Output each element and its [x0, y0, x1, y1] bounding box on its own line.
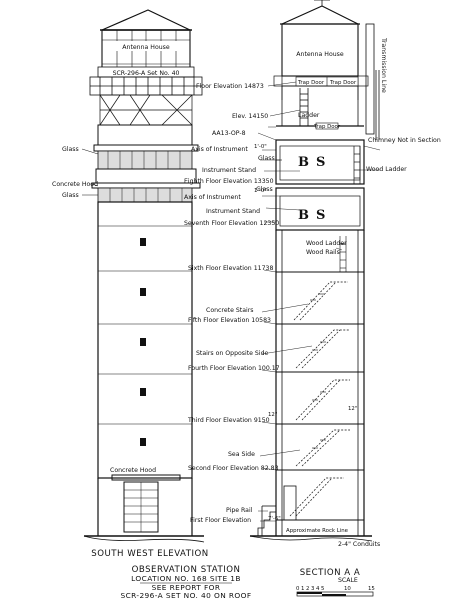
title-line-3: See Report For [152, 583, 221, 592]
left-set-label: SCR-296-A Set No. 40 [113, 70, 180, 77]
left-concrete-hood-bottom-label: Concrete Hood [110, 467, 156, 474]
dim-5-label: 1'-0" [254, 188, 267, 194]
section-antenna-house-label: Antenna House [296, 51, 344, 58]
dim-1-label: 12" [268, 412, 277, 418]
fifth-floor-label: Fifth Floor Elevation 10583 [188, 317, 271, 324]
left-roof [101, 9, 191, 31]
scale-tick-15: 15 [368, 586, 375, 592]
wood-rails-label: Wood Rails [306, 249, 340, 256]
aa-ref-label: AA13-OP-8 [212, 130, 246, 137]
glass-1-label: Glass [258, 155, 275, 162]
axis-2-label: Axis of Instrument [184, 194, 241, 201]
south-west-elevation: Antenna House SCR-296-A Set No. 40 [52, 9, 208, 559]
left-caption: South West Elevation [91, 549, 208, 559]
room-1-s-label: S [316, 155, 325, 170]
wood-ladder-1-label: Wood Ladder [366, 166, 407, 173]
title-line-2: Location No. 168 Site 1B [131, 574, 241, 583]
dim-4-label: 1'-0" [254, 144, 267, 150]
dim-3-label: 7'-6" [268, 516, 281, 522]
concrete-stairs-label: Concrete Stairs [206, 307, 253, 314]
room-1-b-label: B [298, 155, 309, 170]
section-antenna-house [281, 23, 359, 77]
scale-label: Scale [338, 577, 358, 584]
trap-door-2-label: Trap Door [329, 80, 357, 86]
title-line-4: SCR-296-A Set No. 40 On Roof [120, 591, 251, 600]
left-antenna-house-label: Antenna House [122, 44, 170, 51]
trap-door-1-label: Trap Door [297, 80, 325, 86]
title-line-1: Observation Station [132, 565, 241, 575]
sixth-floor-label: Sixth Floor Elevation 11738 [188, 265, 273, 272]
scale-tick-1: 1 [301, 586, 304, 592]
seventh-floor-label: Seventh Floor Elevation 12350 [184, 220, 279, 227]
conduits-label: 2-4" Conduits [338, 541, 380, 548]
axis-1-label: Axis of Instrument [191, 146, 248, 153]
title-block: Observation Station Location No. 168 Sit… [120, 565, 251, 600]
third-floor-label: Third Floor Elevation 9150 [187, 417, 270, 424]
left-tower-shaft [97, 201, 193, 479]
left-glass-top-label: Glass [62, 146, 79, 153]
first-floor-label: First Floor Elevation [190, 517, 251, 524]
sea-side-label: Sea Side [228, 451, 255, 458]
scale-tick-10: 10 [344, 586, 351, 592]
stairs-opposite-label: Stairs on Opposite Side [196, 350, 269, 357]
second-floor-label: Second Floor Elevation 82.83 [188, 465, 279, 472]
floor-elevation-top-label: Floor Elevation 14873 [196, 83, 264, 90]
wood-ladder-2-label: Wood Ladder [306, 240, 347, 247]
scale-tick-3: 3 [311, 586, 314, 592]
dim-2-label: 12" [348, 406, 357, 412]
scale-tick-4: 4 [316, 586, 320, 592]
scale-bar: Scale 0 1 2 3 4 5 10 15 [296, 577, 375, 597]
eighth-floor-label: Eighth Floor Elevation 13350 [184, 178, 274, 185]
inst-stand-1-label: Instrument Stand [202, 167, 256, 174]
chimney-label: Chimney Not in Section [368, 137, 441, 144]
section-caption: Section A A [300, 568, 361, 578]
scale-tick-5: 5 [321, 586, 324, 592]
glass-2-label: Glass [256, 186, 273, 193]
left-concrete-hood-top-label: Concrete Hood [52, 181, 98, 188]
ladder-label: Ladder [298, 112, 320, 119]
elev-label: Elev. 14150 [232, 113, 268, 120]
left-glass-bottom-label: Glass [62, 192, 79, 199]
section-aa: Antenna House Trap Door Trap Door Trap D… [184, 0, 441, 578]
rock-line-label: Approximate Rock Line [286, 528, 349, 534]
fourth-floor-label: Fourth Floor Elevation 100.17 [188, 365, 280, 372]
inst-stand-2-label: Instrument Stand [206, 208, 260, 215]
transmission-line-label: Transmission Line [380, 37, 387, 93]
pipe-rail-label: Pipe Rail [226, 507, 253, 514]
room-2-s-label: S [316, 208, 325, 223]
scale-tick-2: 2 [306, 586, 309, 592]
room-2-b-label: B [298, 208, 309, 223]
trap-door-3-label: Trap Door [313, 124, 341, 130]
scale-tick-0: 0 [296, 586, 300, 592]
